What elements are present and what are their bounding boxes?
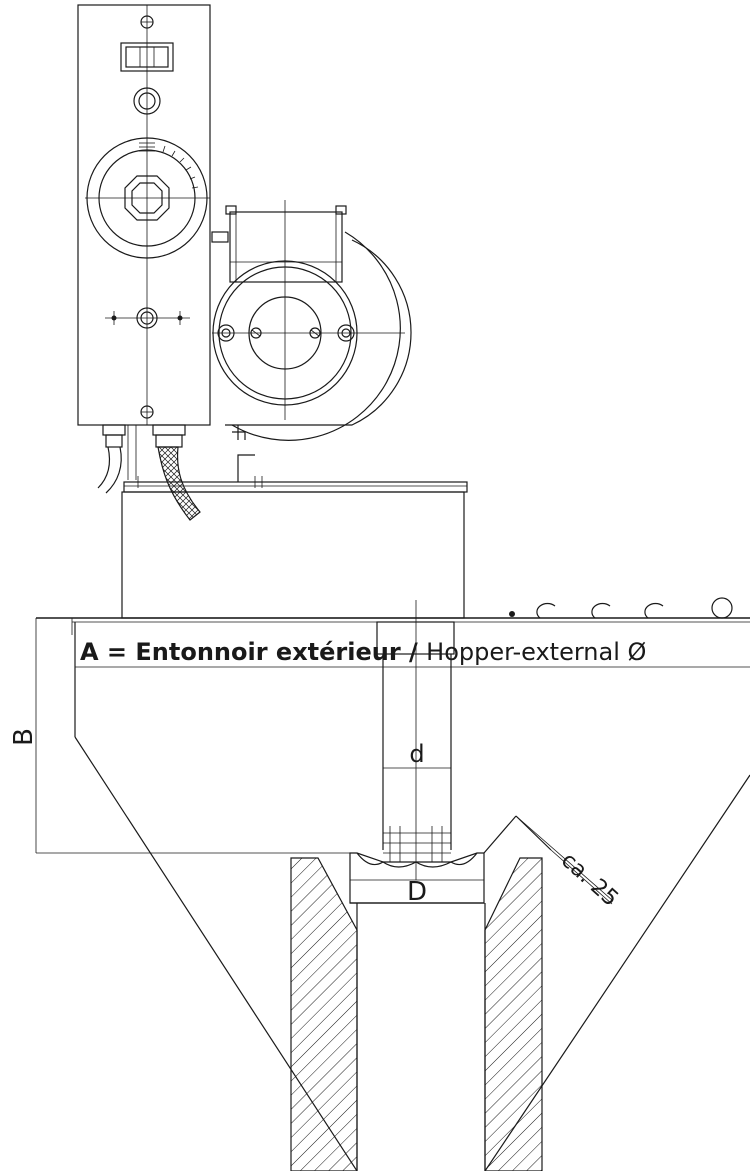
dimension-a-bold: A = Entonnoir extérieur [80,638,401,666]
power-cable [97,446,122,494]
svg-text:A = Entonnoir extérieur / Hopp: A = Entonnoir extérieur / Hopper-externa… [80,638,646,666]
hopper [36,597,750,1171]
mount-point [105,307,190,329]
outlet-nozzle [290,815,552,1171]
motor-bolt-right-icon [337,324,355,342]
dimension-b: B [9,618,357,854]
cable-glands [102,424,186,480]
dimension-a-rest: Hopper-external Ø [426,638,646,666]
power-switch [120,42,174,72]
speed-dial [85,137,210,259]
dimension-a-sep: / [401,638,426,666]
dimension-d-big: D [350,877,484,907]
indicator-lamp-icon [133,87,161,115]
dimension-a: A = Entonnoir extérieur / Hopper-externa… [75,638,750,668]
screw-bottom-icon [140,405,154,419]
motor-screw-left-icon [250,327,262,339]
agitator-shaft [376,600,455,880]
dimension-d-small-label: d [409,740,424,768]
braided-cable [157,446,201,521]
motor-screw-right-icon [309,327,321,339]
motor [211,200,412,441]
control-box [77,4,211,426]
outlet-wall-right [484,857,543,1171]
drive-cover [121,491,465,619]
screw-top-icon [140,15,154,29]
motor-bolt-left-icon [217,324,235,342]
dimension-d-small: d [383,740,451,769]
outlet-wall-left [290,857,358,1171]
dimension-ca25-label: ca. 25 [556,848,623,912]
dimension-d-big-label: D [407,877,427,907]
dimension-b-label: B [9,728,39,746]
